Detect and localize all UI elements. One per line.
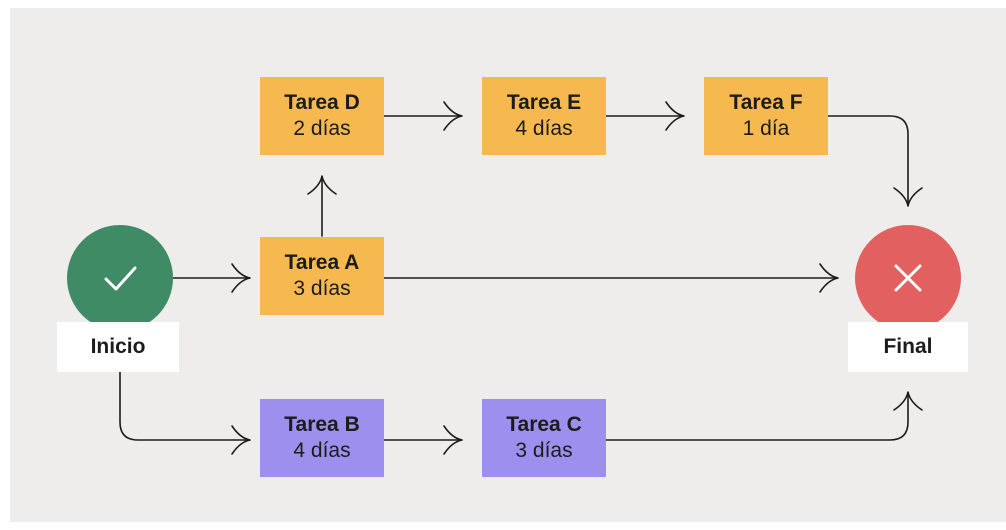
edge-tarea-b-tarea-c — [383, 425, 463, 455]
edge-tarea-a-final — [383, 263, 839, 293]
task-duration: 3 días — [515, 439, 573, 462]
task-b: Tarea B 4 días — [260, 399, 384, 477]
start-node — [67, 225, 173, 331]
task-e: Tarea E 4 días — [482, 77, 606, 155]
task-duration: 4 días — [293, 439, 351, 462]
edge-tarea-d-tarea-e — [383, 101, 463, 131]
task-a: Tarea A 3 días — [260, 237, 384, 315]
task-duration: 1 día — [742, 117, 790, 140]
edge-tarea-c-final — [605, 391, 923, 441]
edge-tarea-f-final — [827, 115, 923, 207]
start-label: Inicio — [57, 322, 179, 372]
task-name: Tarea B — [284, 413, 360, 436]
edge-inicio-tarea-b — [119, 371, 251, 455]
task-name: Tarea D — [284, 91, 360, 114]
diagram-canvas: Inicio Final Tarea D 2 días Tarea E 4 dí… — [10, 8, 1006, 522]
connectors — [119, 101, 923, 455]
task-duration: 2 días — [293, 117, 351, 140]
task-c: Tarea C 3 días — [482, 399, 606, 477]
edge-tarea-a-tarea-d — [307, 175, 337, 237]
task-name: Tarea A — [284, 251, 360, 274]
x-icon — [894, 264, 922, 292]
task-name: Tarea E — [506, 91, 582, 114]
edge-tarea-e-tarea-f — [605, 101, 685, 131]
task-duration: 4 días — [515, 117, 573, 140]
task-f: Tarea F 1 día — [704, 77, 828, 155]
edge-inicio-tarea-a — [169, 263, 251, 293]
task-name: Tarea C — [506, 413, 582, 436]
check-icon — [104, 266, 137, 291]
task-duration: 3 días — [293, 277, 351, 300]
end-label: Final — [848, 322, 968, 372]
task-name: Tarea F — [729, 91, 803, 114]
end-node — [855, 225, 961, 331]
task-d: Tarea D 2 días — [260, 77, 384, 155]
